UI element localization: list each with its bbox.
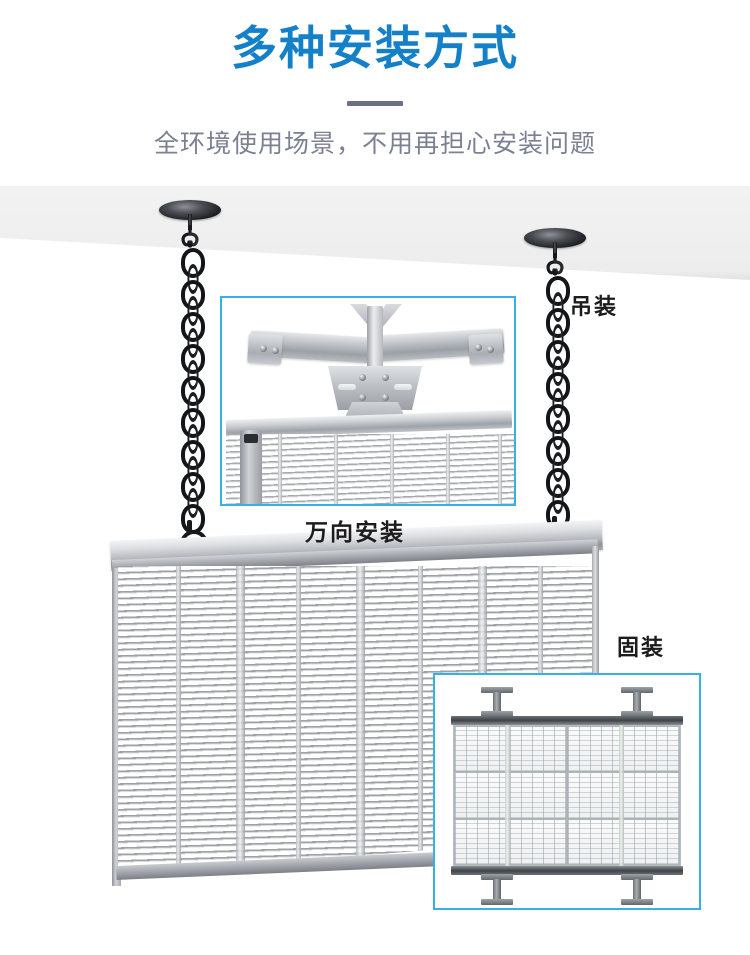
fixed-bottom-beam [451, 866, 683, 875]
page-title: 多种安装方式 [231, 22, 519, 74]
post-cap [244, 434, 258, 443]
title-divider [347, 101, 403, 106]
universal-bracket-illustration [222, 298, 514, 504]
hanging-chain-left [180, 248, 208, 558]
mount-hook-icon [179, 224, 201, 251]
mount-stem [553, 242, 557, 258]
mount-stem [188, 214, 192, 230]
inset-universal-mount[interactable] [220, 296, 516, 506]
label-hoisting: 吊装 [570, 294, 619, 319]
mount-hook-icon [544, 252, 566, 279]
page-header: 多种安装方式 全环境使用场景，不用再担心安装问题 [0, 0, 750, 186]
mount-plate-icon [159, 200, 221, 220]
fixed-top-beam [451, 716, 683, 725]
installation-scene: 吊装 万向安装 固装 [0, 186, 750, 955]
bracket-side-post [240, 430, 262, 504]
mount-plate-icon [524, 228, 586, 248]
panel-cell [454, 726, 567, 773]
hook-svg [546, 252, 564, 276]
panel-cell [454, 818, 567, 865]
bracket-cap-right [468, 333, 504, 365]
inset-fixed-mount[interactable] [433, 673, 701, 910]
label-fixed-mount: 固装 [617, 635, 666, 660]
panel-cell [454, 772, 567, 819]
label-universal-mount: 万向安装 [305, 519, 405, 545]
fixed-panel-grid [453, 725, 681, 866]
fixed-mount-illustration [435, 675, 699, 908]
page-subtitle: 全环境使用场景，不用再担心安装问题 [153, 130, 596, 158]
hook-svg [181, 224, 199, 248]
bracket-screen-section [226, 434, 514, 504]
